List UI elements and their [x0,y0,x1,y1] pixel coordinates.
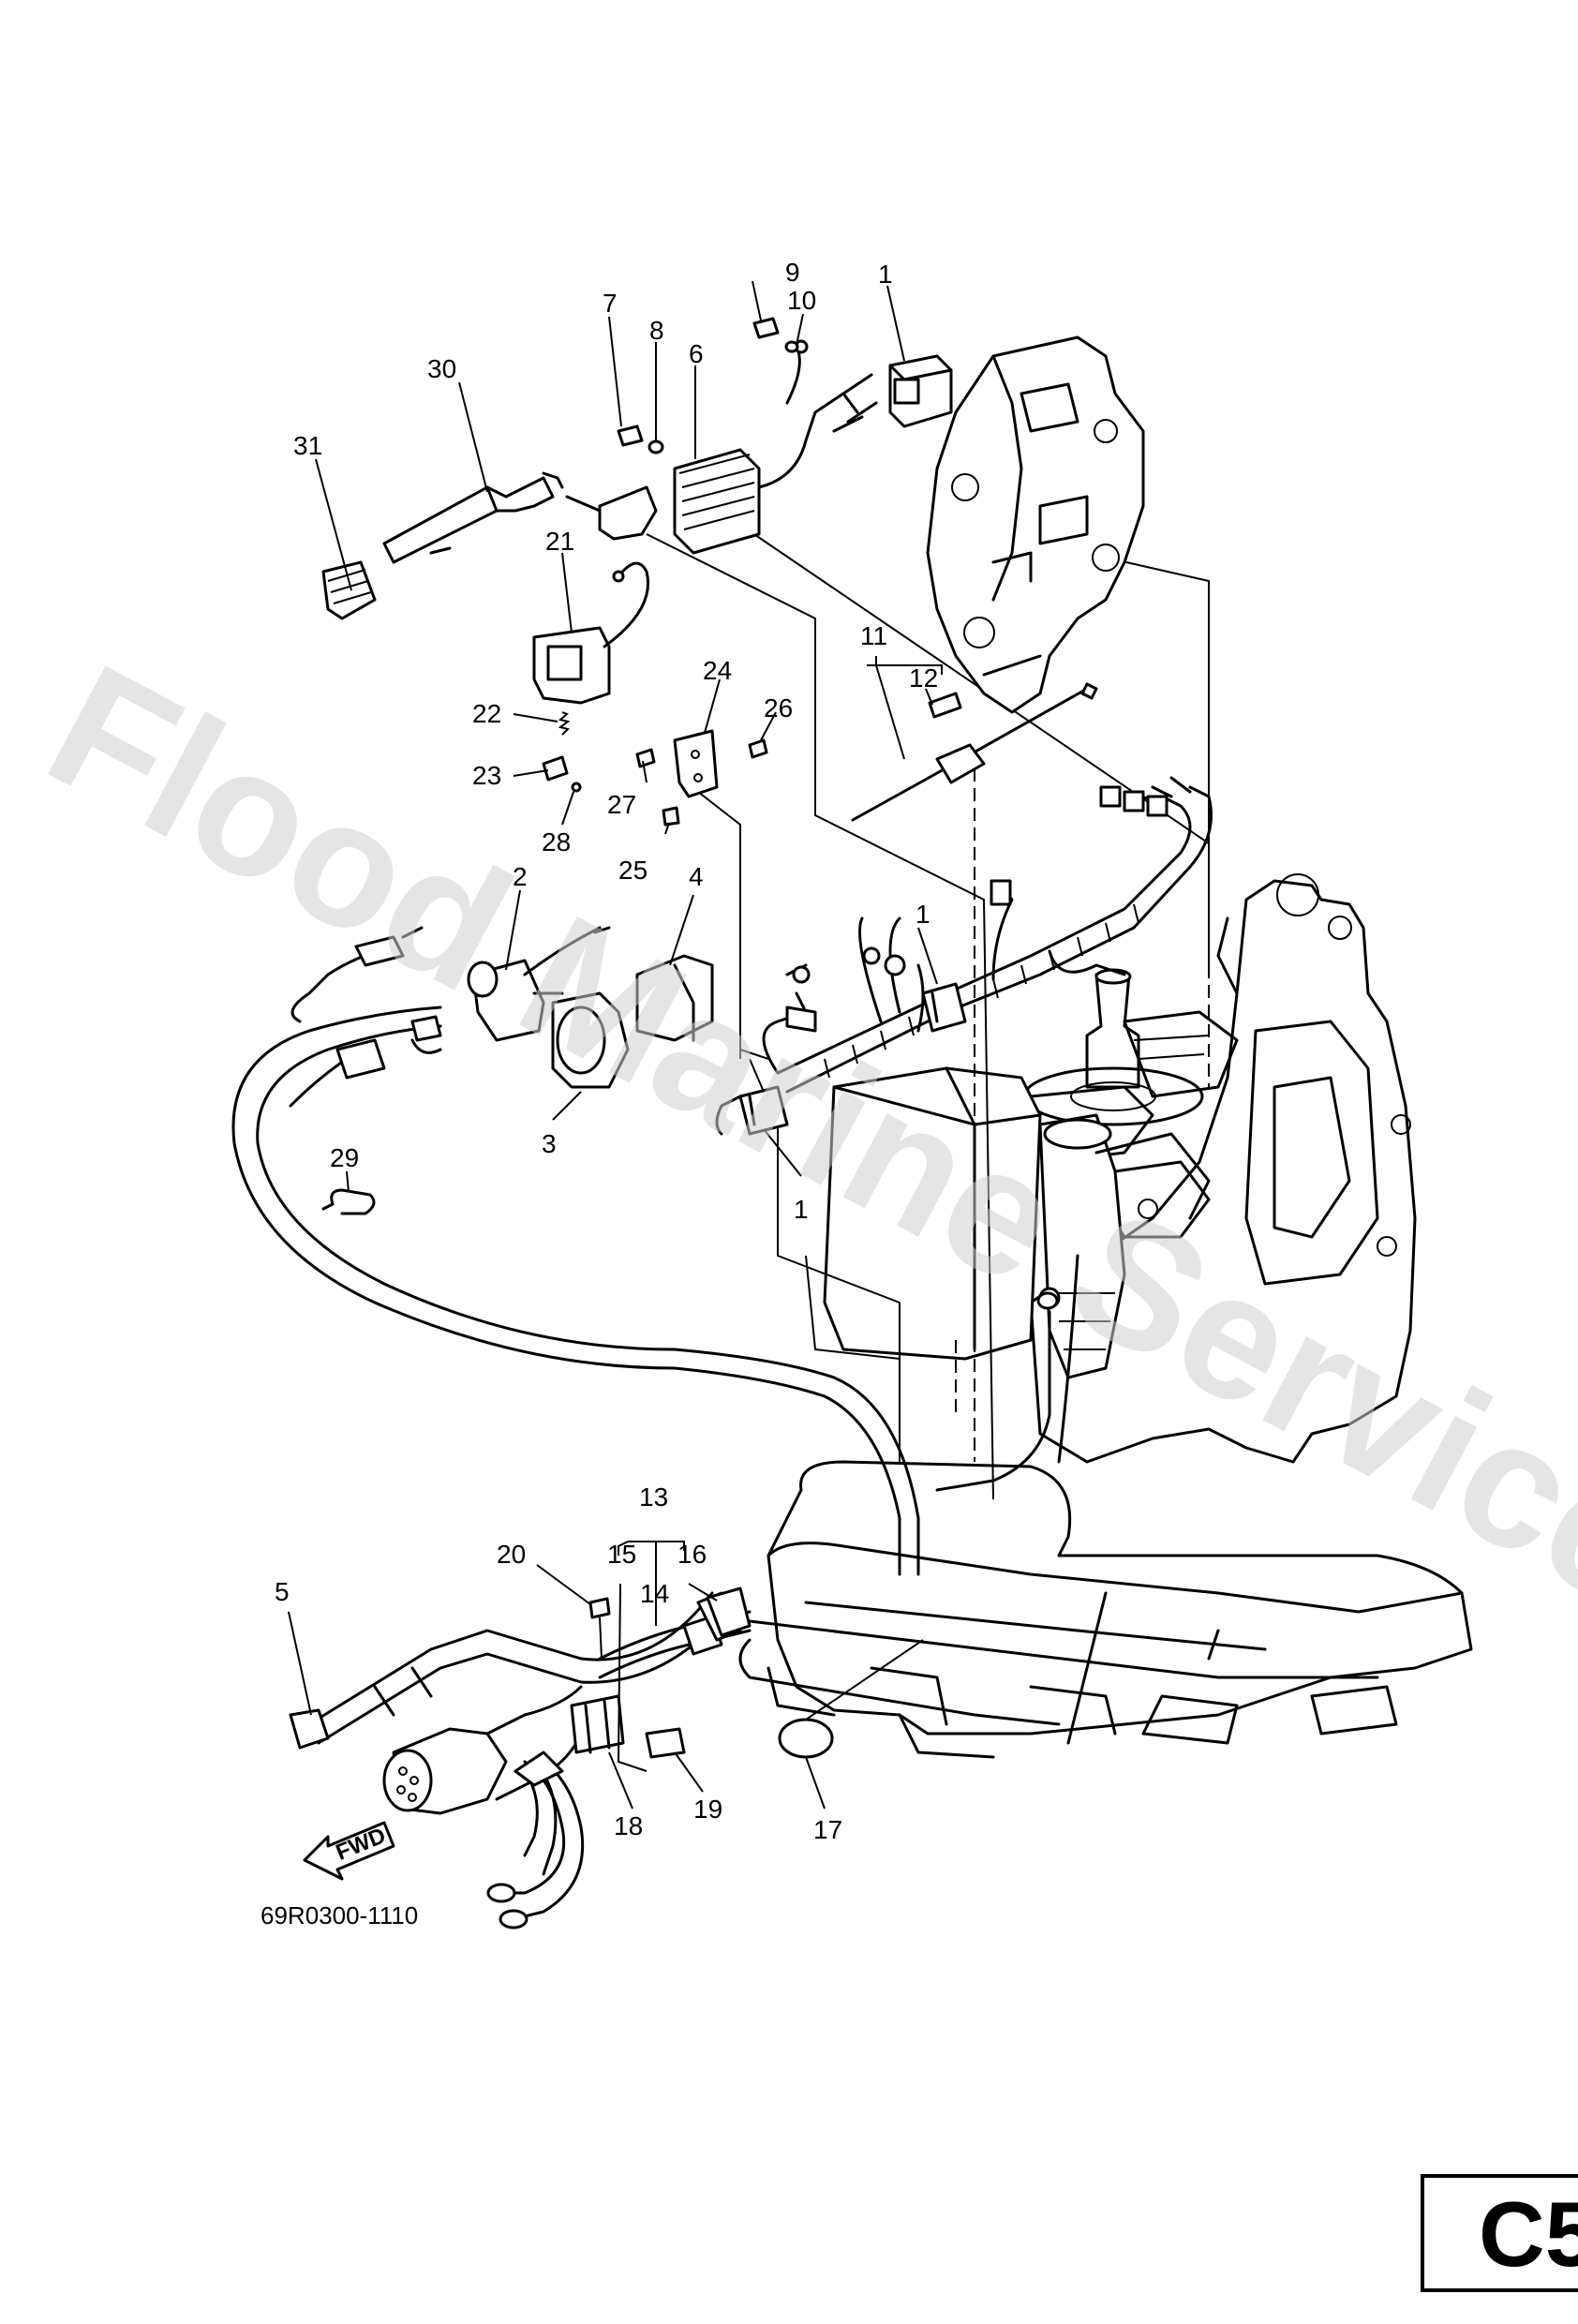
part-29-clip [321,1188,376,1215]
callout-3: 3 [542,1129,557,1158]
callout-25: 25 [618,856,648,885]
callout-28: 28 [542,827,571,857]
part-17-cap [778,1718,834,1759]
callout-labels: 1 9 10 7 8 6 30 31 21 22 23 28 24 26 27 … [275,258,938,1844]
callout-31: 31 [293,431,322,460]
callout-17: 17 [813,1815,842,1844]
callout-2: 2 [513,862,528,891]
part-23-terminal [542,755,569,782]
callout-20: 20 [497,1540,526,1569]
mount-bracket [926,335,1145,714]
part-18-grommet [570,1694,625,1754]
battery-cable-loop [231,926,920,1576]
wire-harness [762,776,1213,1094]
part-19-clip [645,1727,686,1759]
callout-16: 16 [677,1540,707,1569]
callout-19: 19 [693,1795,722,1824]
part-24-bracket [673,729,719,798]
part-28-pin [571,782,582,793]
callout-21: 21 [545,527,574,556]
part-4-relay-cover [635,954,714,1042]
callout-29: 29 [330,1143,359,1172]
callout-10: 10 [787,286,816,315]
part-1-rubber-grommet [888,354,953,428]
callout-1-low: 1 [794,1195,809,1224]
callout-30: 30 [427,354,456,383]
screws-25-26-27 [635,738,768,827]
callout-8: 8 [649,316,664,345]
crankshaft-cone [1022,968,1204,1126]
callout-14: 14 [640,1579,669,1608]
part-12-fuse [928,692,962,719]
part-6-rectifier [673,339,878,555]
part-20-screw [588,1597,611,1660]
page-label: C5 [1479,2182,1578,2286]
drawing-code: 69R0300-1110 [261,1901,418,1929]
engine-block [1029,873,1417,1464]
part-22-spring [558,711,571,736]
fwd-arrow-icon: FWD [303,1821,395,1881]
callout-24: 24 [703,656,732,685]
part-21-relay [532,561,649,705]
callout-18: 18 [614,1811,643,1840]
callout-22: 22 [472,699,501,728]
callout-13: 13 [639,1482,668,1512]
wire-connector-top [565,485,658,541]
callout-1-top: 1 [878,260,893,289]
lower-cowling [738,1460,1473,1759]
part-30-water-hose [382,471,564,564]
page-label-box: C5 [1421,2174,1578,2292]
callout-12: 12 [909,663,938,693]
callout-23: 23 [472,761,501,790]
callout-6: 6 [689,339,704,368]
callout-26: 26 [764,693,793,723]
callout-15: 15 [607,1540,636,1569]
callout-27: 27 [607,790,636,819]
part-2-starter-relay [467,926,611,1042]
part-3-relay-holder [551,991,630,1089]
battery-leads [486,1750,585,1929]
part-16-grommet [706,1587,752,1637]
callout-1-mid: 1 [916,900,930,929]
part-1-grommet-low [715,1085,789,1136]
part-11-fuse-holder [851,682,1098,822]
fasteners-top [617,317,799,454]
part-31-hose-joint [321,560,377,620]
callout-9: 9 [785,258,800,287]
callout-5: 5 [275,1577,290,1606]
part-5-battery-cable [289,1591,733,1750]
starter-motor [1038,1113,1211,1464]
callout-11: 11 [860,621,887,650]
callout-4: 4 [689,862,704,891]
callout-leaders [288,280,943,1810]
ground-wire [935,1291,1059,1492]
main-connector-plug [382,1685,588,1815]
part-1-grommet-mid [921,982,967,1033]
callout-7: 7 [603,289,618,318]
